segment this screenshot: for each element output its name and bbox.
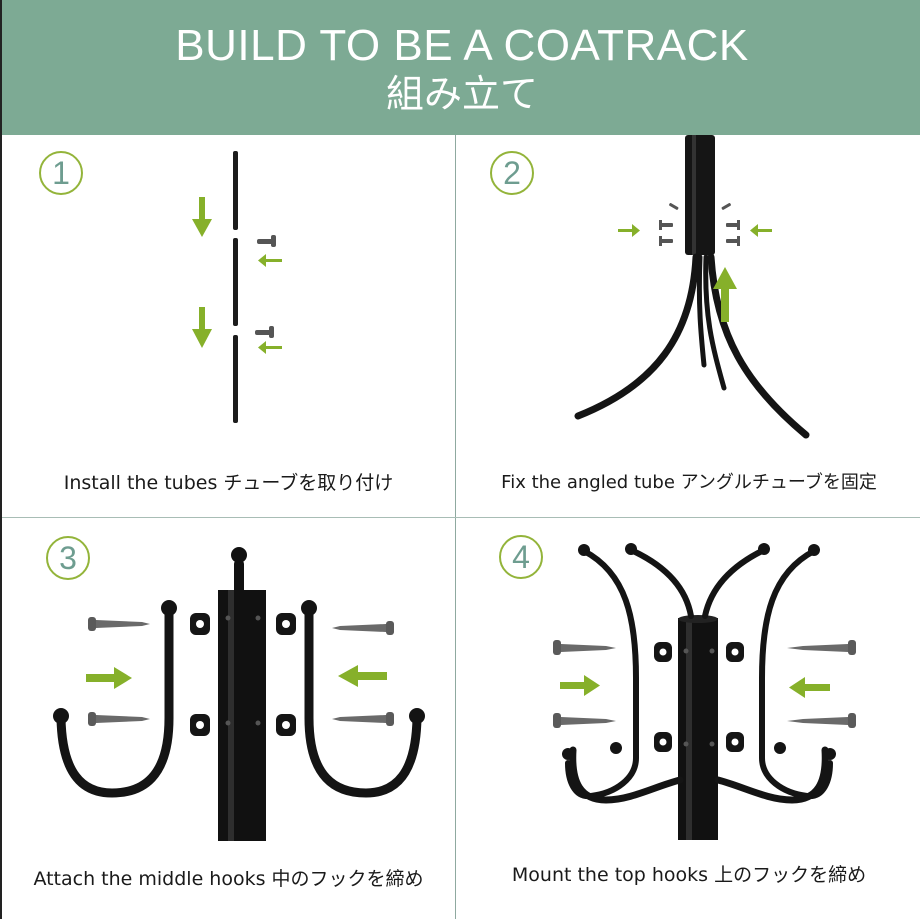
screw-icon xyxy=(553,640,856,728)
step-2-panel: 2 xyxy=(456,135,920,517)
right-arrow-icon xyxy=(560,675,600,696)
middle-hooks-illustration xyxy=(53,547,425,841)
grid-divider-vertical xyxy=(455,135,456,919)
step-caption: Attach the middle hooks 中のフックを締め xyxy=(33,868,424,890)
main-pole xyxy=(218,547,266,841)
screw-icon xyxy=(88,617,394,726)
left-arrow-icon xyxy=(750,224,772,237)
tube-assembly-illustration xyxy=(192,151,282,423)
tube-segments xyxy=(233,151,238,423)
hook-tips xyxy=(562,543,836,760)
step-number-badge: 4 xyxy=(499,535,543,579)
screw-icon xyxy=(659,203,740,246)
step-number-badge: 1 xyxy=(39,151,83,195)
step-caption: Fix the angled tube アングルチューブを固定 xyxy=(501,472,877,493)
page-subtitle: 組み立て xyxy=(385,72,538,116)
grid-divider-horizontal xyxy=(2,517,920,518)
hook-right xyxy=(304,605,422,798)
step-caption: Mount the top hooks 上のフックを締め xyxy=(511,864,867,886)
main-pole xyxy=(678,615,718,840)
step-1-panel: 1 xyxy=(2,135,455,517)
washer-icon xyxy=(654,642,744,752)
step-number-badge: 3 xyxy=(46,536,90,580)
up-arrow-icon xyxy=(713,267,737,322)
step-3-panel: 3 xyxy=(2,518,455,919)
washer-icon xyxy=(190,613,296,736)
top-hook-arms xyxy=(565,547,833,800)
right-arrow-icon xyxy=(86,667,132,689)
step-4-panel: 4 xyxy=(456,518,920,919)
down-arrow-icon xyxy=(192,197,212,348)
step-caption: Install the tubes チューブを取り付け xyxy=(63,472,394,494)
left-arrow-icon xyxy=(338,665,387,687)
angled-legs-illustration xyxy=(574,135,810,439)
screw-icon xyxy=(255,235,276,338)
left-arrow-icon xyxy=(258,254,282,354)
hook-left xyxy=(56,605,174,798)
lower-hook-arms xyxy=(569,746,829,804)
right-arrow-icon xyxy=(618,224,640,237)
step-number-badge: 2 xyxy=(490,151,534,195)
main-pole xyxy=(685,135,715,255)
top-hooks-illustration xyxy=(553,543,856,840)
left-arrow-icon xyxy=(789,677,830,698)
page-title: BUILD TO BE A COATRACK xyxy=(175,21,749,70)
angled-legs xyxy=(574,253,810,439)
header-banner: BUILD TO BE A COATRACK 組み立て xyxy=(2,0,920,135)
